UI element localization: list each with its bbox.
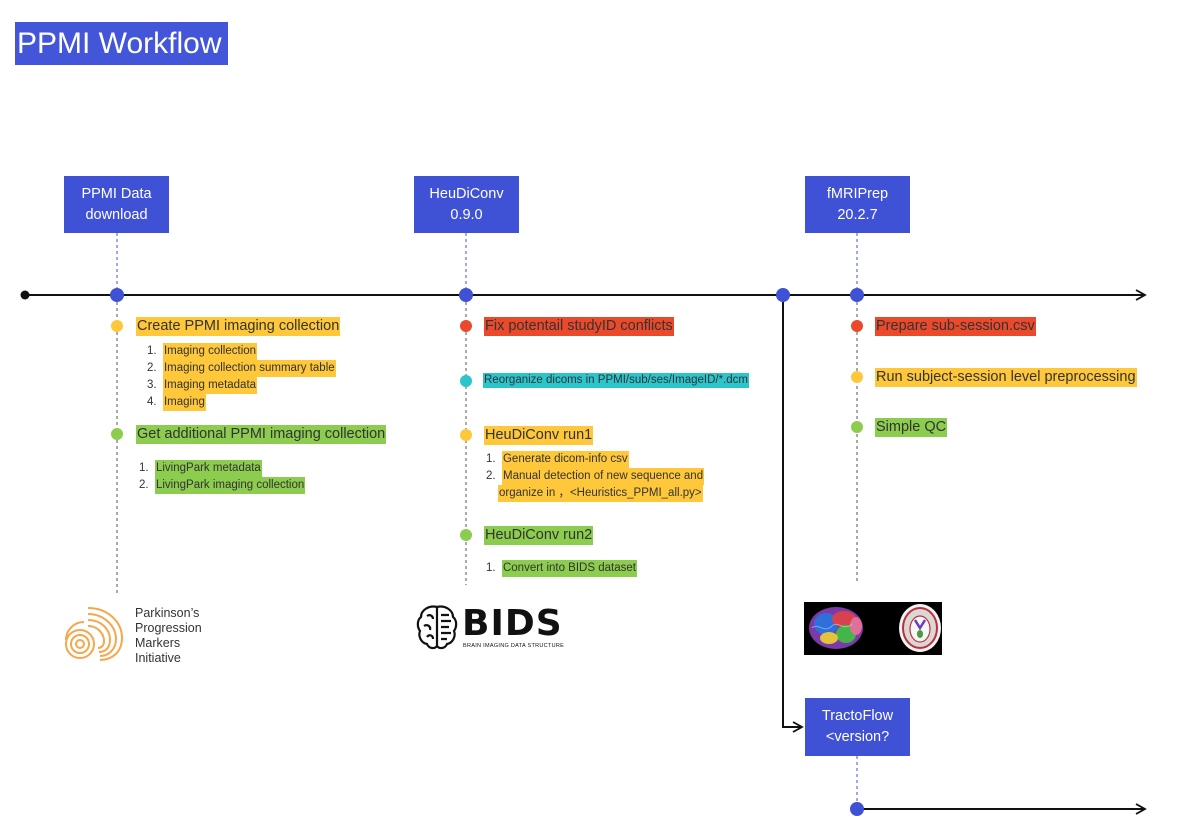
create-collection-step: Create PPMI imaging collection [136,317,341,336]
brain-render-icon [809,604,941,652]
box-line: <version? [825,729,890,745]
list-item: 2. Manual detection of new sequence and [486,468,705,485]
branch-timeline-dot [776,288,790,302]
step-label: Fix potentail studyID conflicts [484,317,674,336]
step-label: HeuDiConv run1 [484,426,594,445]
box-line: download [85,206,148,223]
ppmi-logo-icon [65,607,124,661]
list-item: 1. LivingPark metadata [139,460,305,477]
create-collection-list: 1. Imaging collection 2. Imaging collect… [147,343,336,411]
run-preprocessing-step: Run subject-session level preprocessing [875,368,1137,387]
tractoflow-timeline-dot [850,802,864,816]
status-dot [460,529,472,541]
step-label: Get additional PPMI imaging collection [136,425,387,444]
step-label: Prepare sub-session.csv [875,317,1036,336]
ppmi-timeline-dot [110,288,124,302]
status-dot [460,375,472,387]
list-item: 1. Convert into BIDS dataset [486,560,637,577]
status-dot [460,320,472,332]
box-line: PPMI Data [81,185,152,202]
status-dot [851,421,863,433]
list-item: 1. Generate dicom-info csv [486,451,704,468]
fix-conflicts-step: Fix potentail studyID conflicts [484,317,674,336]
status-dot [851,371,863,383]
heudiconv-timeline-dot [459,288,473,302]
heudiconv-run2-list: 1. Convert into BIDS dataset [486,560,637,577]
step-label: Simple QC [875,418,948,437]
brain-icon [416,605,458,650]
heudiconv-run1-step: HeuDiConv run1 [484,426,594,445]
list-item: 2. Imaging collection summary table [147,360,336,377]
status-dot [851,320,863,332]
tractoflow-box[interactable]: TractoFlow <version? [805,698,910,756]
logo-line: Initiative [135,651,181,665]
logo-line: Parkinson’s [135,606,200,620]
box-line: TractoFlow [821,708,894,724]
status-dot [460,429,472,441]
list-item: 3. Imaging metadata [147,377,336,394]
additional-collection-step: Get additional PPMI imaging collection [136,425,387,444]
box-line: fMRIPrep [826,185,889,202]
status-dot [111,428,123,440]
step-label: Create PPMI imaging collection [136,317,341,336]
fmriprep-brain-images [804,602,942,655]
heudiconv-run1-list: 1. Generate dicom-info csv 2. Manual det… [486,451,705,502]
simple-qc-step: Simple QC [875,418,948,437]
ppmi-logo-text: Parkinson’s Progression Markers Initiati… [135,606,202,666]
heudiconv-box[interactable]: HeuDiConv 0.9.0 [414,176,519,233]
reorganize-step: Reorganize dicoms in PPMI/sub/ses/ImageI… [483,373,749,388]
tractoflow-branch [782,302,804,733]
list-item: 2. LivingPark imaging collection [139,477,306,494]
step-label: Run subject-session level preprocessing [875,368,1137,387]
box-line: 0.9.0 [450,206,483,223]
list-item: 1. Imaging collection [147,343,336,360]
step-label: Reorganize dicoms in PPMI/sub/ses/ImageI… [483,373,749,388]
logo-line: Markers [135,636,181,650]
box-line: 20.2.7 [837,206,878,223]
fmriprep-timeline-dot [850,288,864,302]
bids-logo-tagline: BRAIN IMAGING DATA STRUCTURE [463,643,565,649]
logo-line: Progression [135,621,202,635]
step-label: HeuDiConv run2 [484,526,594,545]
ppmi-data-download-box[interactable]: PPMI Data download [64,176,169,233]
list-item: organize in ，<Heuristics_PPMI_all.py> [486,485,704,502]
heudiconv-run2-step: HeuDiConv run2 [484,526,594,545]
prepare-sessions-step: Prepare sub-session.csv [875,317,1036,336]
additional-collection-list: 1. LivingPark metadata 2. LivingPark ima… [139,460,306,494]
list-item: 4. Imaging [147,394,336,411]
status-dot [111,320,123,332]
fmriprep-box[interactable]: fMRIPrep 20.2.7 [805,176,910,233]
bids-logo-text: BIDS [462,603,563,644]
box-line: HeuDiConv [429,185,504,202]
page-title: PPMI Workflow [15,22,228,65]
timeline-start-dot [20,290,30,300]
